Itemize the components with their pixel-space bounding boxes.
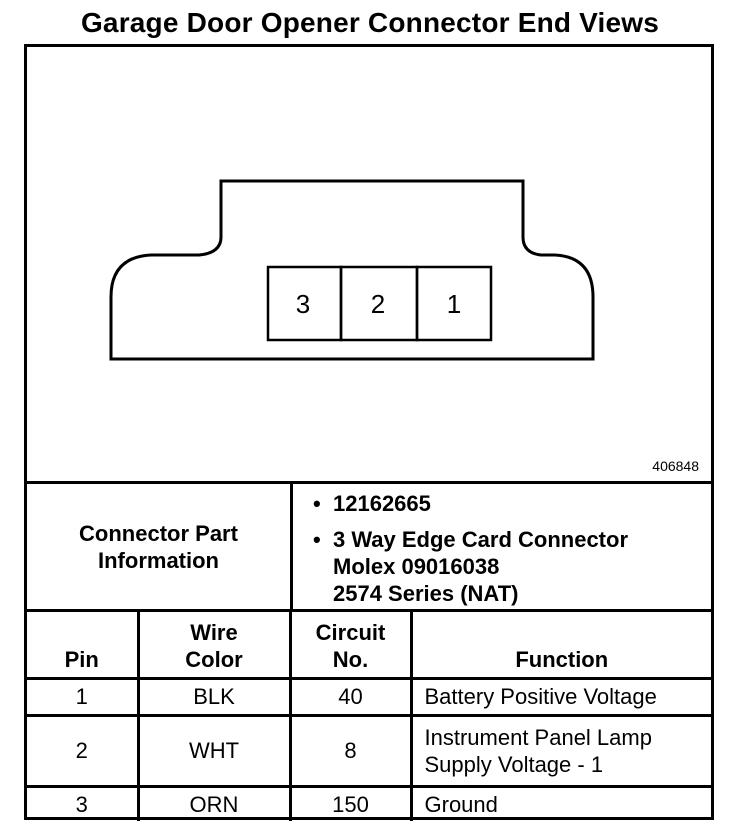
connector-part-info: Connector Part Information • 12162665 • …: [27, 484, 711, 612]
cell-pin: 1: [27, 676, 140, 717]
cell-circuit: 8: [288, 713, 413, 788]
figure-id: 406848: [652, 458, 699, 474]
part-number: 12162665: [333, 491, 431, 516]
header-wire-color-line1: Wire: [190, 619, 238, 645]
bullet-icon: •: [313, 527, 321, 552]
cell-function: Battery Positive Voltage: [409, 676, 711, 717]
pin-cavity-1: [415, 265, 493, 342]
page-title: Garage Door Opener Connector End Views: [80, 7, 660, 38]
part-number-item: • 12162665: [305, 490, 705, 517]
connector-end-view: 3 2 1 406848: [27, 47, 711, 484]
pinout-table: Pin Wire Color Circuit No. Function 1 BL…: [27, 612, 711, 821]
part-description-line3: 2574 Series (NAT): [333, 581, 519, 606]
cell-pin: 3: [27, 784, 140, 821]
part-info-label: Connector Part Information: [27, 484, 293, 609]
header-pin: Pin: [27, 612, 140, 680]
table-row: 1 BLK 40 Battery Positive Voltage: [27, 676, 711, 717]
part-description-line1: 3 Way Edge Card Connector: [333, 527, 629, 552]
header-function-label: Function: [515, 646, 609, 672]
cell-function-line1: Instrument Panel Lamp: [424, 724, 652, 750]
part-description-line2: Molex 09016038: [333, 554, 500, 579]
cell-pin: 2: [27, 713, 140, 788]
cell-function: Instrument Panel Lamp Supply Voltage - 1: [409, 713, 711, 788]
cell-function-line1: Ground: [424, 791, 498, 817]
cell-function: Ground: [409, 784, 711, 821]
cell-circuit: 150: [288, 784, 413, 821]
pin-label-3: 3: [296, 289, 310, 319]
cell-function-line2: Supply Voltage - 1: [424, 751, 604, 777]
part-info-label-line2: Information: [98, 547, 219, 573]
bullet-icon: •: [313, 491, 321, 516]
pin-label-1: 1: [447, 289, 461, 319]
pin-label-2: 2: [371, 289, 385, 319]
cell-wire-color: WHT: [136, 713, 292, 788]
part-info-label-line1: Connector Part: [79, 520, 238, 546]
connector-body-outline: [109, 179, 595, 361]
cell-circuit: 40: [288, 676, 413, 717]
header-function: Function: [409, 612, 711, 680]
cell-wire-color: BLK: [136, 676, 292, 717]
pinout-header-row: Pin Wire Color Circuit No. Function: [27, 612, 711, 680]
cell-wire-color: ORN: [136, 784, 292, 821]
header-circuit-line1: Circuit: [315, 619, 386, 645]
header-circuit: Circuit No.: [288, 612, 413, 680]
table-row: 2 WHT 8 Instrument Panel Lamp Supply Vol…: [27, 713, 711, 788]
connector-sheet: 3 2 1 406848 Connector Part Information …: [24, 44, 714, 821]
table-row: 3 ORN 150 Ground: [27, 784, 711, 821]
part-description-item: • 3 Way Edge Card Connector Molex 090160…: [305, 526, 705, 607]
header-pin-label: Pin: [64, 646, 99, 672]
header-circuit-line2: No.: [332, 646, 369, 672]
part-info-values: • 12162665 • 3 Way Edge Card Connector M…: [305, 490, 705, 616]
cell-function-line1: Battery Positive Voltage: [424, 684, 657, 709]
header-wire-color-line2: Color: [185, 646, 243, 672]
header-wire-color: Wire Color: [136, 612, 292, 680]
connector-drawing: 3 2 1: [109, 179, 595, 361]
